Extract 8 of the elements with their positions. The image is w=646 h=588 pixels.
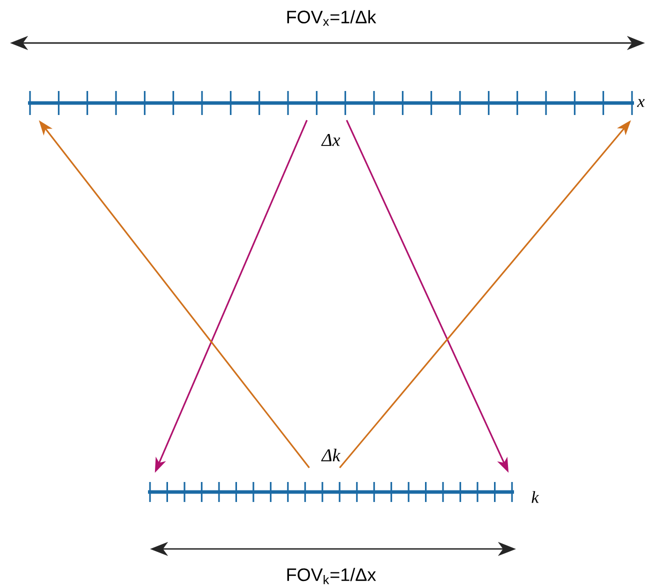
axis-label: k: [532, 491, 540, 503]
axis-label: x: [637, 99, 645, 107]
axis-bar: [28, 91, 634, 115]
dimension-label: FOV$_{k}$=1/Δx: [287, 568, 376, 584]
spacing-label: Δx: [321, 134, 340, 146]
dimension-label: FOV$_{x}$=1/Δk: [287, 10, 376, 26]
axis-bar: [148, 482, 514, 502]
spacing-label: Δk: [321, 448, 341, 462]
